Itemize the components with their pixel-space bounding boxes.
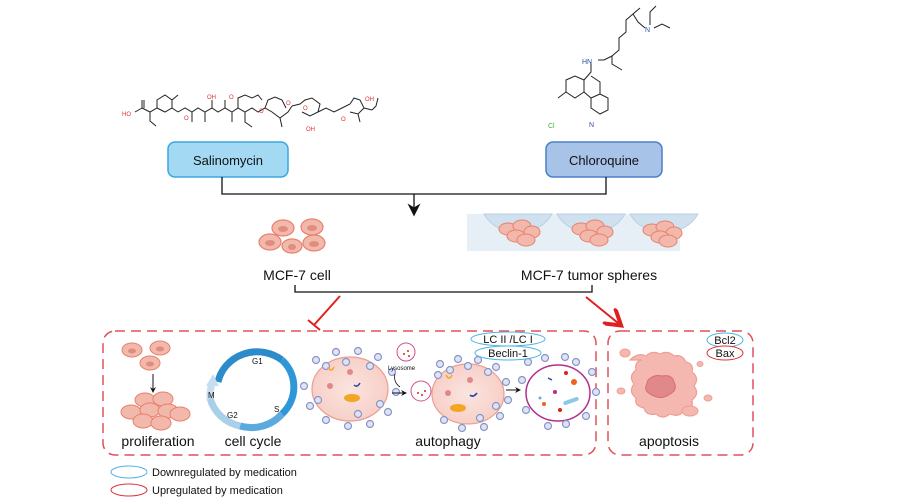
legend-downregulated-label: Downregulated by medication bbox=[152, 467, 297, 479]
atom-ring-n: N bbox=[589, 122, 594, 129]
phase-m: M bbox=[208, 391, 215, 400]
cell-cycle-label: cell cycle bbox=[225, 433, 282, 449]
legend-upregulated-label: Upregulated by medication bbox=[152, 485, 283, 497]
marker-bax-label: Bax bbox=[716, 348, 735, 360]
marker-beclin1-badge: Beclin-1 bbox=[474, 345, 542, 361]
marker-bcl2-label: Bcl2 bbox=[714, 335, 735, 347]
phase-g2: G2 bbox=[227, 411, 238, 420]
mcf7-cell-label: MCF-7 cell bbox=[263, 267, 331, 283]
atom-o-4: O bbox=[286, 101, 291, 107]
mcf7-cells-illustration bbox=[258, 218, 326, 254]
atom-oh-3: OH bbox=[365, 97, 374, 103]
lysosome-label: Lysosome bbox=[388, 366, 416, 372]
atom-o-6: O bbox=[341, 117, 346, 123]
marker-lc3-badge: LC II /LC I bbox=[470, 331, 546, 347]
promotion-arrow bbox=[585, 296, 618, 323]
marker-lc3-label: LC II /LC I bbox=[483, 334, 533, 346]
apoptosis-label: apoptosis bbox=[639, 433, 699, 449]
apoptotic-cell-illustration bbox=[616, 348, 713, 418]
salinomycin-structure: HO O OH O O O O OH O OH bbox=[122, 94, 379, 133]
proliferation-illustration bbox=[120, 340, 191, 431]
phase-g1: G1 bbox=[252, 357, 263, 366]
marker-bax-badge: Bax bbox=[706, 345, 744, 361]
chloroquine-label: Chloroquine bbox=[569, 153, 639, 168]
mcf7-spheres-label: MCF-7 tumor spheres bbox=[521, 267, 657, 283]
atom-oh-1: OH bbox=[207, 95, 216, 101]
marker-beclin1-label: Beclin-1 bbox=[488, 348, 528, 360]
autophagy-cell-2 bbox=[410, 354, 513, 433]
atom-oh-2: OH bbox=[306, 127, 315, 133]
salinomycin-box: Salinomycin bbox=[167, 141, 289, 178]
autophagy-cell-1 bbox=[299, 346, 401, 431]
atom-o-5: O bbox=[303, 106, 308, 112]
proliferation-label: proliferation bbox=[121, 433, 194, 449]
lysosome-icon bbox=[396, 342, 416, 362]
atom-cl: Cl bbox=[548, 123, 555, 130]
phase-s: S bbox=[274, 405, 279, 414]
atom-ho: HO bbox=[122, 112, 131, 118]
atom-o-1: O bbox=[184, 116, 189, 122]
atom-hn: HN bbox=[582, 59, 592, 66]
model-connector bbox=[294, 285, 593, 293]
tumor-spheres-illustration bbox=[467, 213, 699, 251]
inhibition-arrow bbox=[307, 295, 341, 331]
marker-bcl2-badge: Bcl2 bbox=[706, 332, 744, 348]
promoted-processes-panel bbox=[607, 330, 754, 456]
chloroquine-structure: N HN Cl N bbox=[548, 5, 671, 130]
legend-item-upregulated: Upregulated by medication bbox=[110, 483, 283, 497]
combine-connector bbox=[221, 177, 607, 195]
legend-item-downregulated: Downregulated by medication bbox=[110, 465, 297, 479]
salinomycin-label: Salinomycin bbox=[193, 153, 263, 168]
autophagy-cell-3 bbox=[517, 352, 601, 431]
legend: Downregulated by medication Upregulated … bbox=[110, 465, 297, 497]
atom-o-3: O bbox=[259, 109, 264, 115]
atom-n: N bbox=[645, 27, 650, 34]
atom-o-2: O bbox=[229, 95, 234, 101]
cell-cycle-ring bbox=[206, 348, 298, 432]
autophagy-label: autophagy bbox=[415, 433, 480, 449]
chloroquine-box: Chloroquine bbox=[545, 141, 663, 178]
